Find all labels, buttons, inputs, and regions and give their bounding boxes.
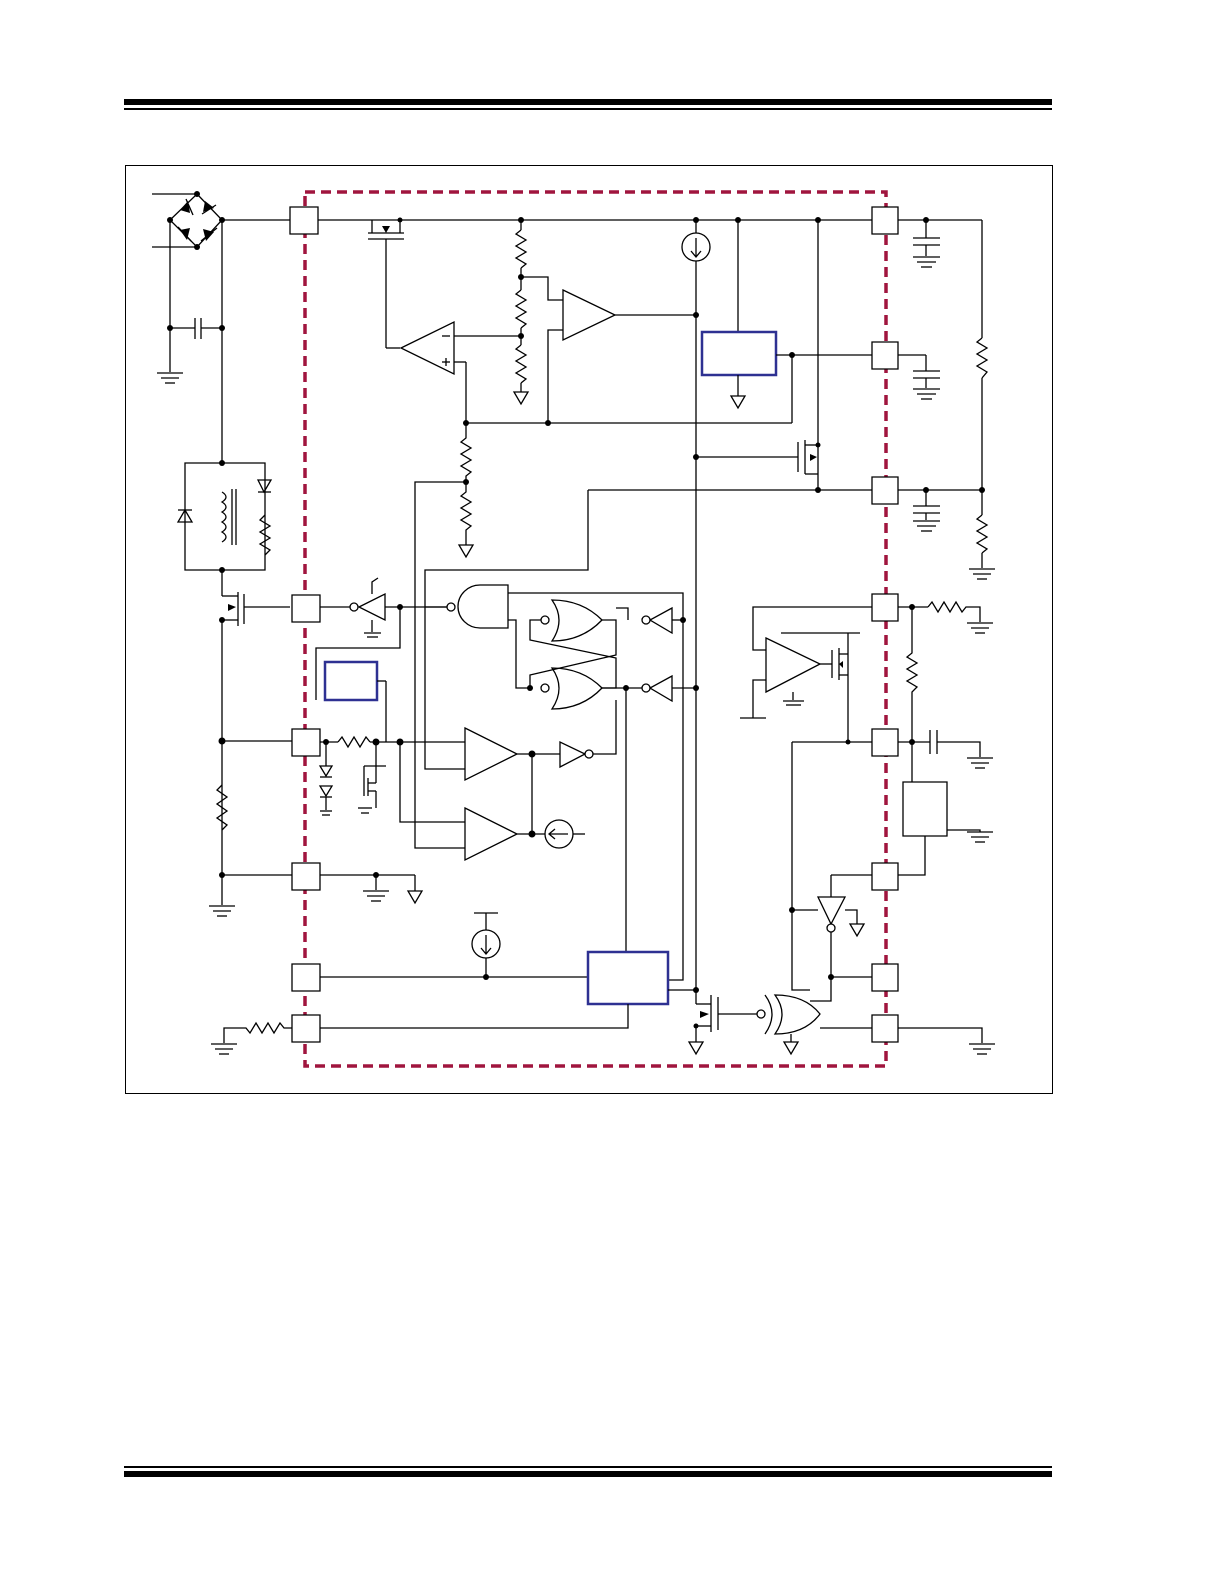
vdd-capacitor [913,220,940,267]
ldo-capacitor [913,355,940,399]
pin-right-6 [872,863,898,890]
ground-input [157,373,183,383]
pin-right-7 [872,964,898,991]
header-rule-thin [124,108,1052,110]
fault-inverter [818,897,864,977]
pin-left-5 [292,964,320,991]
hv-startup-fet [368,220,404,348]
leb-block [325,662,377,700]
footer-rule-thin [124,1466,1052,1468]
external-mosfet [222,570,290,875]
pin-right-2 [872,342,898,369]
pin-left-4 [292,863,320,890]
bridge-rectifier [152,194,290,328]
external-led-block [903,782,947,836]
led-fet [820,633,848,742]
gate-driver-buffer [350,578,385,637]
oscillator-block [588,952,668,1004]
startup-opamp [401,322,521,423]
input-capacitor [170,318,222,339]
pin-left-1 [290,207,318,234]
sense-resistor-ext [217,785,227,830]
led-opamp [740,633,860,718]
pin-right-5 [872,729,898,756]
transformer-snubber [178,463,271,570]
ref-divider [514,220,528,404]
latch-nor-top [541,600,602,641]
pin-left-2 [292,595,320,622]
pin-left-6 [292,1015,320,1042]
output-fet [689,990,718,1054]
vout-divider-bottom [977,515,987,553]
figure-frame-border [126,166,1053,1094]
ramp-current-source [545,820,585,848]
blanking-fet [358,742,386,813]
cs-filter-resistor [338,737,370,747]
pwm-inverter [560,742,593,767]
block-diagram-figure [125,165,1053,1094]
footer-rule-thick [124,1471,1052,1477]
pin-right-8 [872,1015,898,1042]
vout-fet [696,440,818,474]
pin-left-3 [292,729,320,756]
inverter-top [642,608,672,633]
nand-gate [447,585,508,628]
pwm-comparator [465,728,517,780]
header-rule-thick [124,99,1052,105]
schematic-svg [125,165,1053,1094]
uvlo-comparator [521,277,696,423]
clamp-diodes [320,742,332,815]
vout-divider-top [977,338,987,378]
vout-capacitor [913,490,940,531]
ground-source [209,875,235,916]
ldo-block [702,332,776,375]
latch-nor-bottom [541,668,602,709]
pin-right-4 [872,594,898,621]
inverter-bottom [642,676,672,701]
die-boundary [305,192,886,1066]
ocp-comparator [465,808,517,860]
pin-right-1 [872,207,898,234]
fb-divider [459,423,473,557]
pin-right-3 [872,477,898,504]
xor-gate [757,995,820,1054]
